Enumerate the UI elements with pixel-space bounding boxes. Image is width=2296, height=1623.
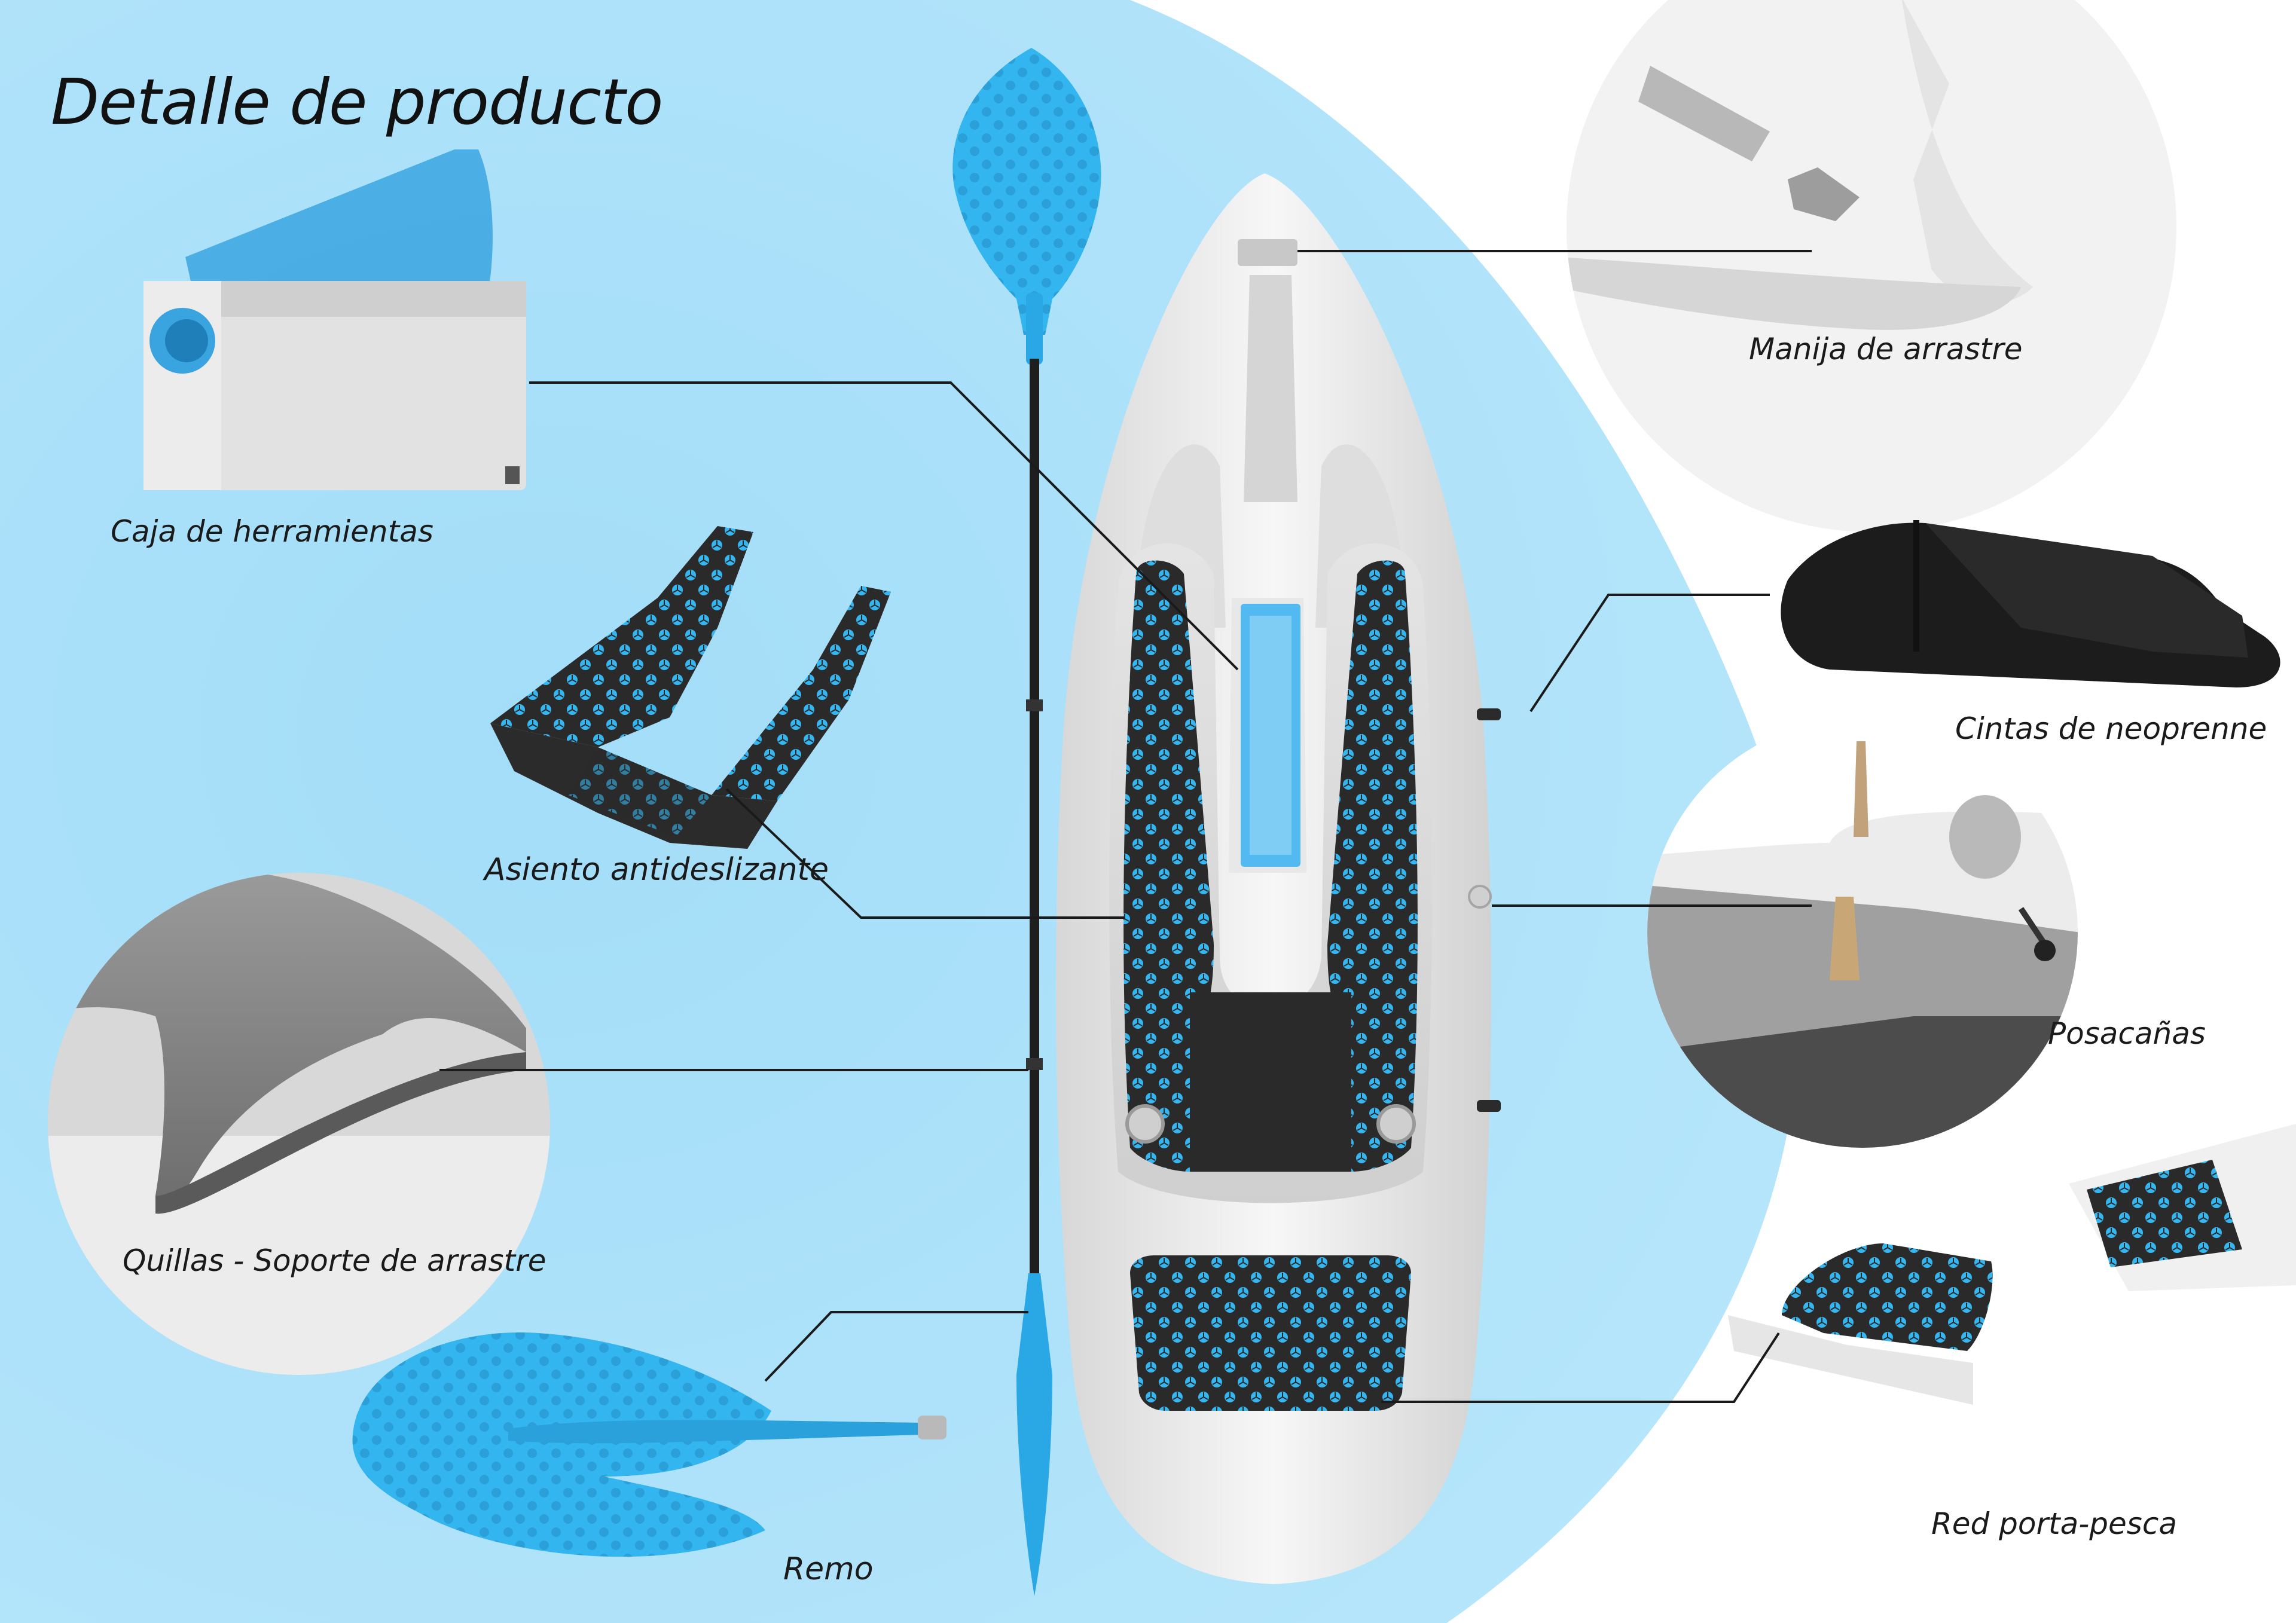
neoprene-strap-illustration	[1781, 520, 2280, 687]
label-rod-holder: Posacañas	[2048, 1016, 2206, 1051]
leader-net	[1381, 1332, 1780, 1403]
label-net: Red porta-pesca	[1931, 1506, 2177, 1541]
rod-holder-illustration	[1647, 717, 2078, 1148]
non-slip-seat-illustration	[490, 526, 891, 849]
leader-seat	[725, 788, 1124, 919]
drag-handle-illustration	[1567, 0, 2176, 532]
leader-straps	[1529, 594, 1770, 713]
label-straps: Cintas de neoprenne	[1955, 711, 2267, 746]
leader-paddle	[764, 1311, 1028, 1382]
label-paddle: Remo	[783, 1551, 874, 1587]
label-handle: Manija de arrastre	[1749, 332, 2023, 366]
paddle-blade-illustration	[352, 1332, 947, 1557]
leader-lines	[439, 250, 1812, 1403]
leader-toolbox	[529, 381, 1239, 671]
kayak-illustration	[1056, 173, 1501, 1584]
toolbox-illustration	[144, 149, 526, 490]
label-seat: Asiento antideslizante	[484, 852, 829, 888]
page-title: Detalle de producto	[51, 66, 663, 139]
background-white-glow	[1447, 717, 2296, 1623]
label-keel: Quillas - Soporte de arrastre	[123, 1243, 546, 1278]
label-toolbox: Caja de herramientas	[111, 514, 433, 549]
fish-net-illustration	[1728, 1124, 2296, 1405]
central-paddle-illustration	[952, 48, 1101, 1596]
